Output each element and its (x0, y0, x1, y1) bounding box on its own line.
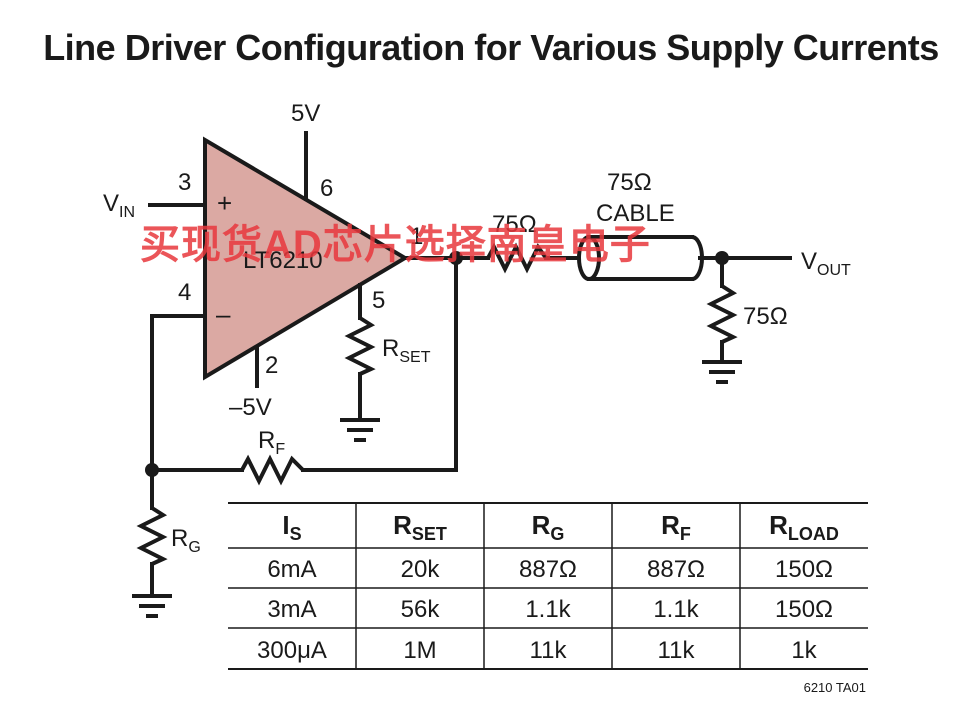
table-cell: 11k (658, 637, 696, 664)
supply-neg-label: –5V (229, 394, 272, 421)
inverting-input-wire (150, 314, 207, 472)
table-cell: 1M (403, 637, 436, 664)
minus-sign: – (216, 299, 231, 329)
feedback-wire (301, 256, 458, 472)
table-header-is: IS (282, 510, 301, 544)
figure-id: 6210 TA01 (804, 680, 866, 695)
table-cell: 1.1k (653, 596, 699, 623)
supply-pos-label: 5V (291, 100, 320, 127)
table-cell: 1.1k (525, 596, 571, 623)
pin-5-label: 5 (372, 287, 385, 314)
rf-label: RF (258, 427, 285, 458)
plus-sign: + (217, 188, 232, 218)
rg-ground-symbol (132, 594, 172, 618)
table-cell: 3mA (267, 596, 316, 623)
page-title: Line Driver Configuration for Various Su… (43, 27, 939, 68)
table-cell: 887Ω (647, 556, 705, 583)
rset-ground-symbol (340, 418, 380, 442)
vout-label: VOUT (801, 248, 851, 279)
rf-resistor (240, 454, 305, 486)
component-table: IS RSET RG RF RLOAD 6mA 20k 887Ω 887Ω 15… (228, 502, 868, 670)
cable-impedance-label: 75Ω (607, 169, 652, 196)
pin-4-label: 4 (178, 279, 191, 306)
load-ground-symbol (702, 360, 742, 384)
table-header-rload: RLOAD (769, 510, 839, 544)
cable-label: CABLE (596, 200, 675, 227)
rset-label: RSET (382, 335, 431, 366)
opamp-label: LT6210 (243, 247, 323, 274)
table-cell: 56k (401, 596, 441, 623)
table-header-rg: RG (532, 510, 565, 544)
pin-3-label: 3 (178, 169, 191, 196)
table-cell: 887Ω (519, 556, 577, 583)
table-cell: 1k (791, 637, 817, 664)
table-cell: 300μA (257, 637, 327, 664)
rg-label: RG (171, 525, 201, 556)
pin-1-label: 1 (410, 223, 423, 250)
table-header-rset: RSET (393, 510, 447, 544)
table-cell: 11k (530, 637, 568, 664)
table-cell: 6mA (267, 556, 316, 583)
series-resistor-label: 75Ω (492, 211, 537, 238)
watermark-text: 买现货AD芯片选择南皇电子 (140, 223, 651, 267)
load-resistor (706, 284, 738, 344)
series-resistor (486, 242, 548, 274)
table-cell: 150Ω (775, 596, 833, 623)
vin-label: VIN (103, 190, 135, 221)
table-cell: 150Ω (775, 556, 833, 583)
table-header-rf: RF (661, 510, 691, 544)
load-resistor-label: 75Ω (743, 303, 788, 330)
table-cell: 20k (401, 556, 441, 583)
rg-resistor (136, 506, 168, 566)
rset-resistor (344, 316, 376, 376)
pin-2-label: 2 (265, 352, 278, 379)
pin-6-label: 6 (320, 175, 333, 202)
